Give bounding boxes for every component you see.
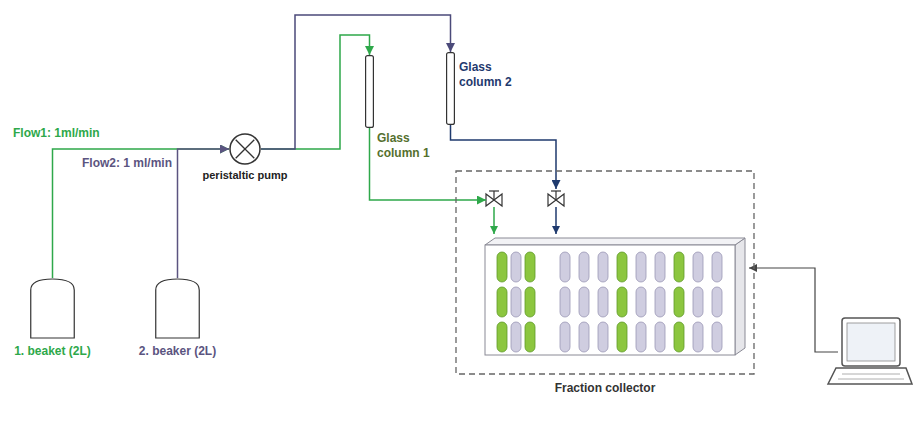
tube-column [636, 252, 646, 352]
column-outline [366, 56, 374, 128]
tube-column [712, 252, 722, 352]
pump-cross [236, 140, 255, 159]
beaker-outline [30, 278, 75, 338]
pump-symbol-outline [229, 133, 261, 165]
glass-column-outline [365, 55, 374, 128]
flow-line [370, 128, 487, 200]
glass-column-outline [446, 52, 455, 125]
flow-line [53, 149, 230, 278]
tube-column [579, 252, 589, 352]
valve-symbol [548, 191, 564, 234]
glass-column: Glass column 2 [446, 52, 455, 125]
tube-column [511, 252, 521, 352]
fraction-collector: Fraction collector [455, 170, 755, 375]
tube-column [525, 252, 535, 352]
flow-rate-label: Flow2: 1 ml/min [81, 156, 173, 170]
flow-line [261, 15, 451, 149]
beaker: 1. beaket (2L) [30, 278, 75, 338]
node-label: 2. beaker (2L) [139, 344, 216, 359]
rack-front [485, 245, 735, 355]
flow-line [451, 125, 557, 189]
valve-symbol [486, 191, 502, 234]
pump-cross [236, 140, 255, 159]
flow-line [178, 149, 230, 278]
tubes [497, 252, 722, 352]
beaker-outline [156, 279, 200, 338]
node-label: Fraction collector [555, 381, 656, 396]
tube-column [497, 252, 507, 352]
pump-symbol: peristaltic pump [229, 133, 261, 165]
control-line [749, 268, 838, 352]
beaker-outline [155, 278, 200, 338]
rack-top [485, 238, 745, 245]
tube-column [693, 252, 703, 352]
laptop-icon [828, 318, 912, 384]
tube-column [617, 252, 627, 352]
flow-line [261, 35, 370, 149]
node-label: 1. beaket (2L) [14, 344, 91, 359]
tube-column [655, 252, 665, 352]
tube-column [598, 252, 608, 352]
beaker: 2. beaker (2L) [155, 278, 200, 338]
beaker-outline [31, 279, 75, 338]
tube-column [560, 252, 570, 352]
collector-border [456, 171, 754, 374]
glass-column: Glass column 1 [365, 55, 374, 128]
tube-rack [485, 238, 745, 355]
pump-circle [230, 134, 260, 164]
column-outline [447, 53, 455, 125]
node-label: Glass column 2 [459, 60, 519, 90]
rack-side [735, 238, 745, 355]
node-label: peristaltic pump [203, 169, 288, 183]
flow-rate-label: Flow1: 1ml/min [12, 126, 101, 140]
fraction-collector-outline [455, 170, 755, 375]
node-label: Glass column 1 [377, 131, 437, 161]
tube-column [674, 252, 684, 352]
